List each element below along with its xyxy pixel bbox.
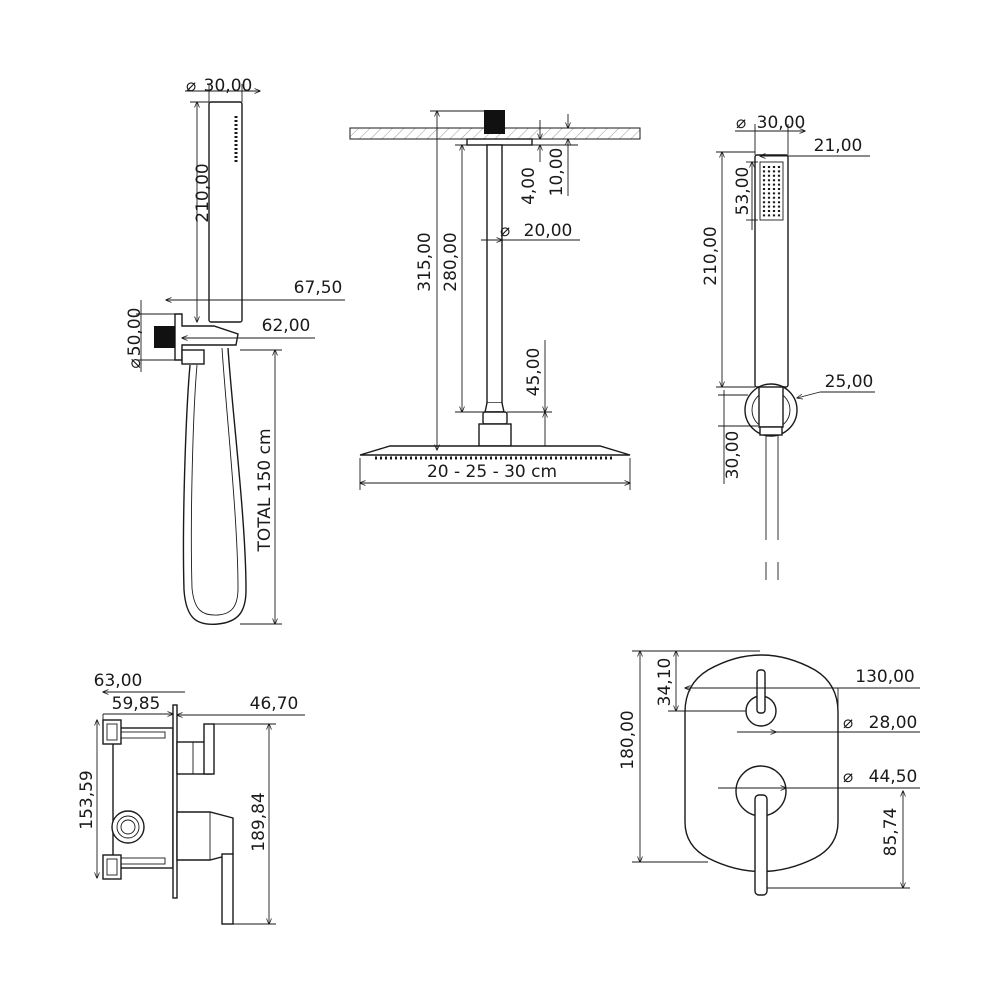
small-knob-diameter-symbol: ⌀ [843,713,853,733]
mixer-lever-base [176,811,234,861]
total-height-label: 315,00 [415,232,435,291]
bottom-offset-label: 85,74 [881,808,901,857]
wall-bracket [174,313,239,361]
body-height-label: 153,59 [77,770,97,829]
hand-shower-front-view: ⌀ 30,00 21,00 53,00 210,00 25,00 30,00 [701,113,875,580]
swivel-joint [482,411,508,425]
hs-width-62-label: 62,00 [262,316,311,336]
top-offset-label: 34,10 [655,658,675,707]
total-height-mixer-label: 189,84 [249,792,269,851]
mixer-front-view: 180,00 34,10 130,00 ⌀ 28,00 ⌀ 44,50 85,7… [618,651,920,896]
wall-plate [172,704,178,899]
shower-arm [486,144,503,404]
shower-head [359,445,631,456]
diverter-pin [203,723,215,775]
small-knob-stem [756,669,766,714]
large-knob-label: 44,50 [869,767,918,787]
mount-tab-top [102,719,122,745]
spray-face [759,161,784,221]
front-diameter-symbol: ⌀ [736,113,746,133]
hs-diameter-label: 30,00 [204,76,253,96]
hose-length-label: TOTAL 150 cm [255,428,275,552]
mount-tab-bottom [102,854,122,880]
hose-connector [181,349,205,365]
depth-63-label: 63,00 [94,671,143,691]
mixer-lever-handle [221,853,234,925]
head-mount [478,423,512,447]
hs-width-67-label: 67,50 [294,278,343,298]
ceiling-connector [484,110,505,134]
mixer-width-label: 130,00 [855,667,914,687]
bracket-diameter-symbol: ⌀ [125,358,145,368]
mixer-height-label: 180,00 [618,710,638,769]
arm-length-label: 280,00 [441,232,461,291]
hose [182,347,247,625]
offset-4-label: 4,00 [519,167,539,205]
mixer-side-view: 63,00 59,85 46,70 153,59 189,84 [77,671,305,925]
wall-connector-block [154,326,175,348]
large-knob-lever [754,794,768,896]
bottom-label: 30,00 [723,431,743,480]
holder-body [758,386,784,428]
arm-diameter-symbol: ⌀ [500,221,510,241]
large-knob-diameter-symbol: ⌀ [843,767,853,787]
small-knob-label: 28,00 [869,713,918,733]
head-sizes-label: 20 - 25 - 30 cm [427,462,557,482]
diameter-symbol: ⌀ [186,76,196,96]
projection-label: 46,70 [250,694,299,714]
depth-59-label: 59,85 [112,694,161,714]
holder-label: 25,00 [825,372,874,392]
ceiling-flange [466,138,533,146]
hose-inner [190,347,239,616]
front-height-label: 210,00 [701,226,721,285]
front-width-label: 21,00 [814,136,863,156]
head-height-label: 45,00 [524,348,544,397]
hs-height-label: 210,00 [193,163,213,222]
arm-diameter-label: 20,00 [524,221,573,241]
hand-shower-handle [208,101,243,323]
offset-10-label: 10,00 [547,148,567,197]
mixer-box [112,727,174,869]
overhead-shower-view: 315,00 280,00 4,00 10,00 ⌀ 20,00 45,00 2… [349,110,641,490]
hand-shower-side-view: ⌀ 30,00 210,00 67,50 62,00 ⌀50,00 TOTAL … [125,76,345,625]
mixer-plate [684,654,839,873]
hs-bracket-label: ⌀50,00 [125,308,145,369]
spray-label: 53,00 [733,167,753,216]
front-diameter-label: 30,00 [757,113,806,133]
